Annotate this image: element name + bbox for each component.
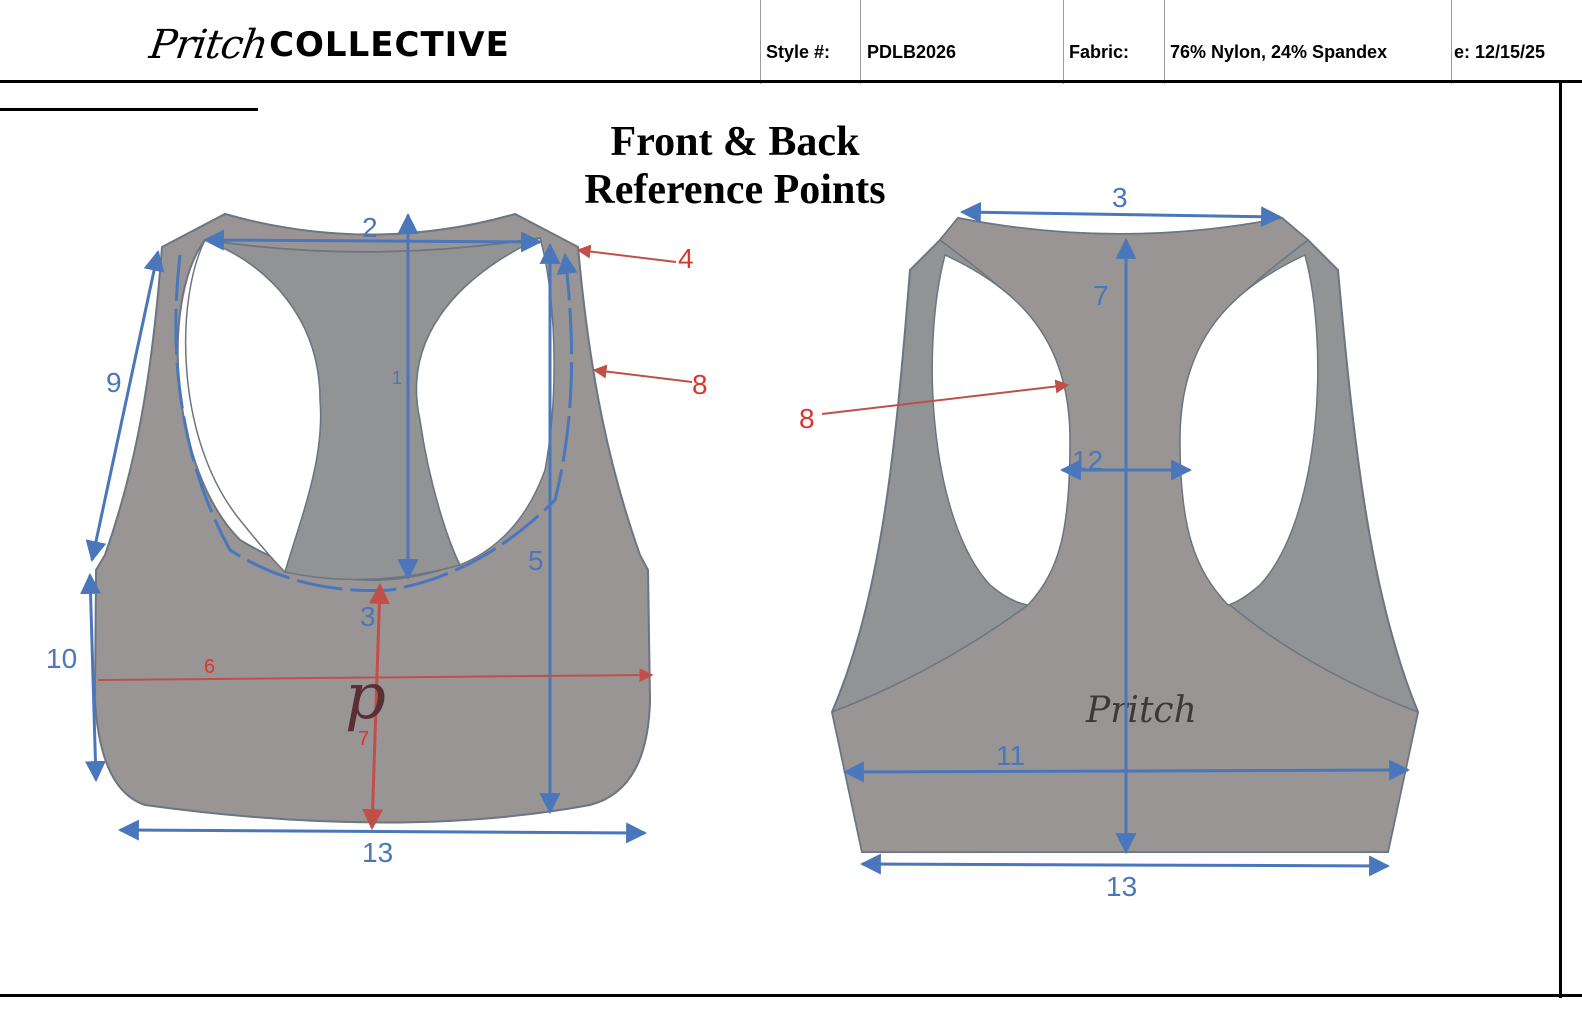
back-logo-text: Pritch [1085, 690, 1197, 731]
brand-name: COLLECTIVE [269, 25, 510, 65]
front-pointer-8 [592, 364, 693, 383]
front-label-8: 8 [692, 369, 708, 400]
front-measure-10 [80, 572, 106, 783]
front-labels: 2 1 3 5 9 10 13 6 7 4 8 [46, 212, 708, 868]
front-label-3: 3 [360, 601, 376, 632]
front-label-7: 7 [358, 728, 369, 750]
front-label-2: 2 [362, 212, 378, 243]
back-pointer-8 [821, 379, 1070, 415]
style-value: PDLB2026 [867, 42, 957, 62]
front-measure-7 [362, 582, 390, 831]
back-label-13: 13 [1106, 871, 1137, 902]
footer-rule [0, 994, 1582, 997]
style-label: Style #: [766, 42, 831, 62]
back-measure-11 [842, 759, 1411, 783]
back-label-11: 11 [996, 740, 1025, 771]
back-right-cutout [1179, 253, 1319, 606]
back-label-3: 3 [1112, 182, 1128, 213]
back-measure-3 [959, 201, 1283, 228]
title-line-1: Front & Back [610, 119, 860, 165]
brand-logo: Pritch COLLECTIVE [147, 18, 510, 68]
header-divider [860, 0, 861, 84]
header-divider [1451, 0, 1452, 84]
back-label-8: 8 [799, 403, 815, 434]
front-logo-mark: p [345, 660, 386, 734]
fabric-label: Fabric: [1069, 42, 1130, 62]
front-label-13: 13 [362, 837, 393, 868]
front-label-4: 4 [678, 243, 694, 274]
back-measure-13 [859, 853, 1391, 877]
back-label-7: 7 [1093, 280, 1109, 311]
title-line-2: Reference Points [584, 167, 886, 213]
front-label-9: 9 [106, 367, 122, 398]
front-left-armhole [184, 239, 322, 574]
page-title: Front & Back Reference Points [560, 118, 910, 214]
fabric-value: 76% Nylon, 24% Spandex [1170, 42, 1388, 62]
date-value: e: 12/15/25 [1454, 42, 1546, 62]
header-divider [1164, 0, 1165, 84]
front-pointer-4 [576, 244, 677, 263]
front-label-6: 6 [204, 656, 215, 678]
back-left-cutout [931, 253, 1071, 606]
header-divider [760, 0, 761, 84]
front-label-1: 1 [392, 368, 402, 388]
section-rule [0, 108, 258, 111]
header-rule [0, 80, 1582, 83]
back-measurements [821, 201, 1411, 877]
spec-header: Pritch COLLECTIVE Style #: PDLB2026 Fabr… [0, 0, 1582, 84]
front-label-5: 5 [528, 545, 544, 576]
front-measure-9 [85, 249, 165, 563]
front-measure-13 [117, 819, 648, 844]
header-divider [1063, 0, 1064, 84]
back-labels: 3 7 12 11 13 8 [799, 182, 1137, 902]
back-label-12: 12 [1072, 445, 1103, 476]
front-measure-2 [202, 229, 543, 253]
front-label-10: 10 [46, 643, 77, 674]
right-border [1559, 83, 1562, 998]
front-measurements [80, 212, 693, 844]
